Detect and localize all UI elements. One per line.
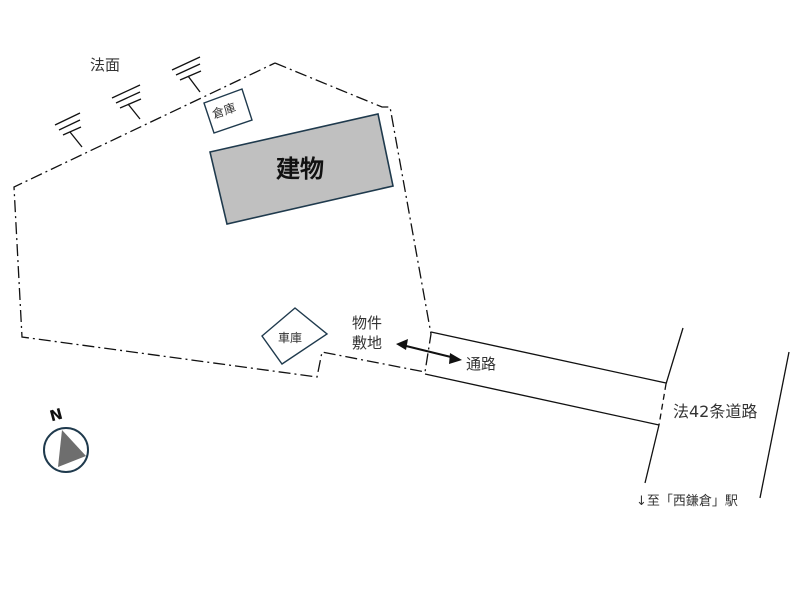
main-building — [209, 113, 394, 225]
building-label: 建物 — [276, 155, 324, 183]
road-label: 法42条道路 — [673, 402, 758, 421]
storage-shed — [203, 88, 253, 134]
road-edge-left-upper — [665, 327, 684, 385]
slope-label: 法面 — [90, 56, 121, 74]
double-arrow-icon — [396, 339, 462, 364]
road-edge-right — [759, 351, 790, 499]
north-compass-icon — [43, 427, 89, 473]
passage-edge-bottom — [424, 373, 660, 426]
road-edge-left-dashed — [658, 383, 667, 426]
slope-symbol — [54, 56, 202, 148]
garage — [261, 307, 329, 365]
station-direction-label: ↓至「西鎌倉」駅 — [636, 494, 738, 509]
property-label-line1: 物件 — [352, 314, 383, 332]
passage-label: 通路 — [466, 355, 497, 373]
garage-label: 車庫 — [278, 331, 303, 345]
road-edge-left-lower — [644, 424, 660, 484]
property-boundary — [13, 62, 432, 378]
passage-edge-top — [430, 331, 667, 384]
property-label-line2: 敷地 — [352, 334, 383, 352]
